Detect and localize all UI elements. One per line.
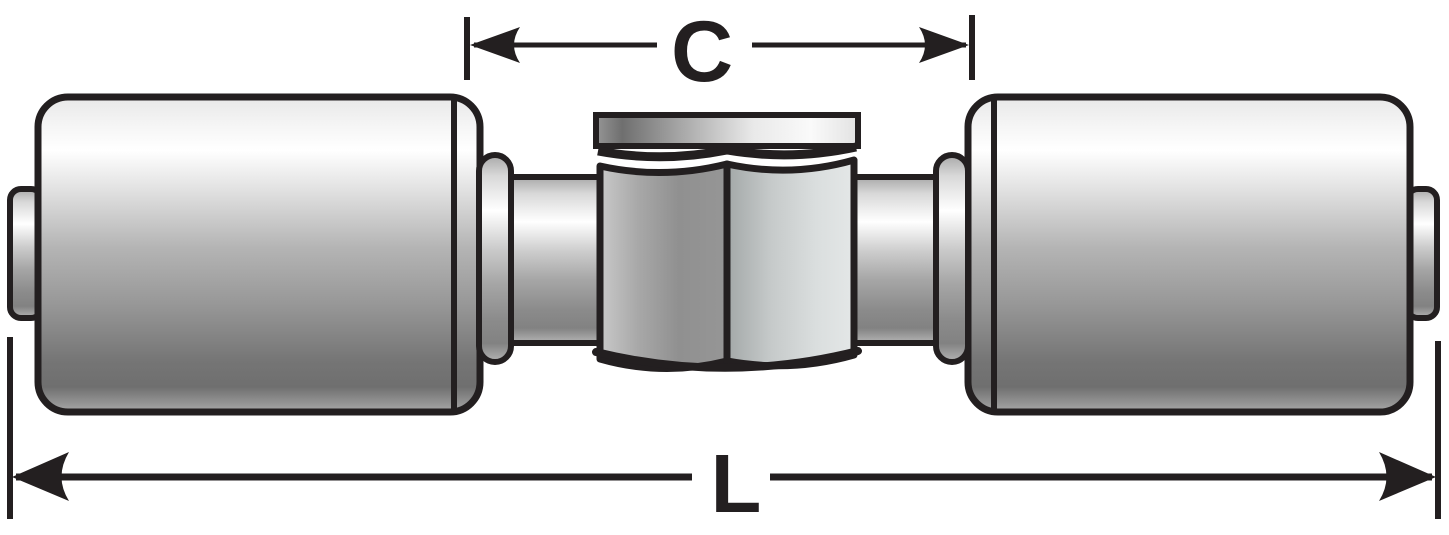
c-arrowhead-right-icon <box>919 27 969 63</box>
nut-top-gap-line <box>597 142 857 162</box>
c-arrowhead-left-icon <box>470 27 520 63</box>
dimension-c: C <box>464 4 975 100</box>
nut-washer-band <box>593 112 861 149</box>
c-dim-label: C <box>671 4 733 100</box>
right-ferrule <box>964 93 1414 416</box>
dimension-l: L <box>7 337 1441 530</box>
nut-facet-left <box>596 160 731 372</box>
right-collar-bead <box>933 152 971 365</box>
center-hex-nut <box>592 112 862 372</box>
nut-facet-right <box>723 156 858 370</box>
left-collar-bead <box>476 152 514 365</box>
l-dim-label: L <box>711 437 762 530</box>
right-coupling <box>842 93 1440 416</box>
left-coupling <box>7 93 607 416</box>
left-ferrule <box>34 93 484 416</box>
l-arrowhead-left-icon <box>12 452 69 501</box>
l-arrowhead-right-icon <box>1379 452 1436 501</box>
left-neck-tube <box>495 174 607 346</box>
nut-bottom-rim <box>592 347 862 372</box>
